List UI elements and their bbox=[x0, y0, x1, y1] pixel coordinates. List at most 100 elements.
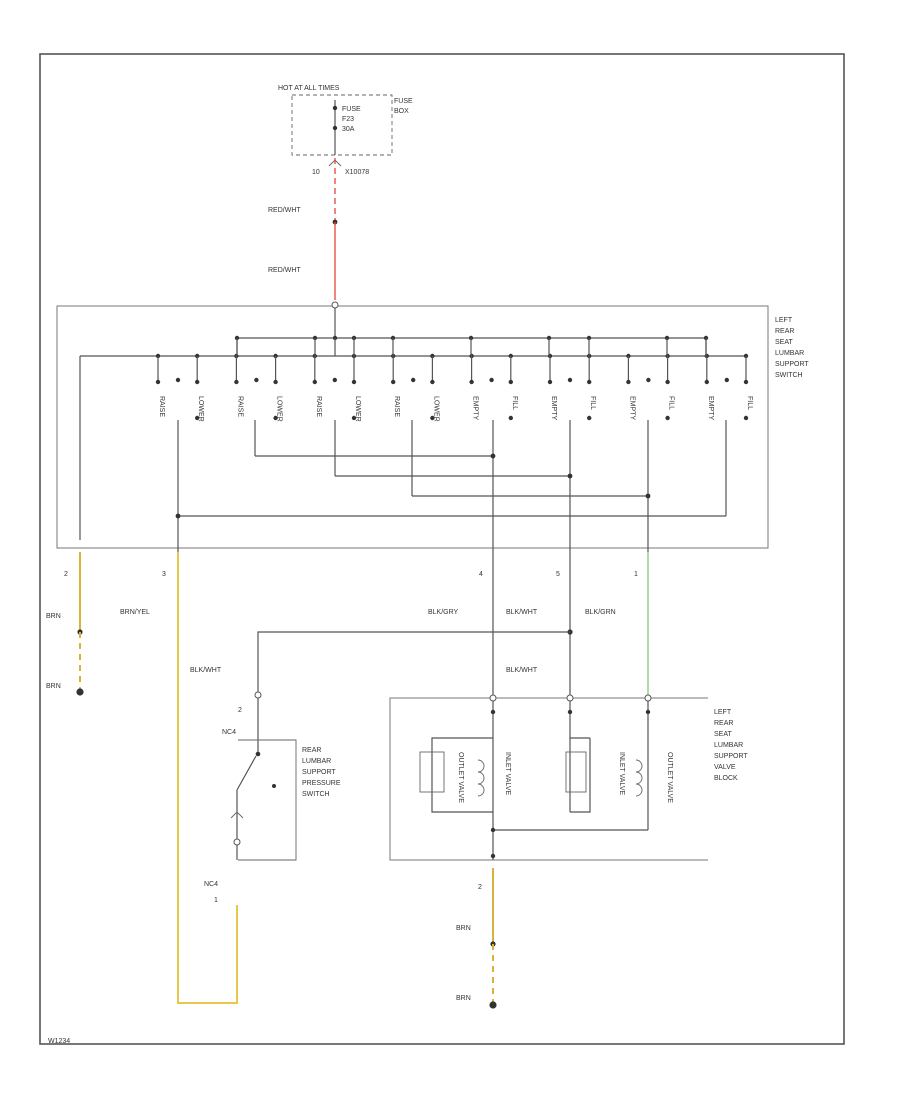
contact-label-empty: EMPTY bbox=[550, 396, 557, 420]
fuse-node-bottom bbox=[332, 125, 338, 131]
contact-label-empty: EMPTY bbox=[628, 396, 635, 420]
contact-node bbox=[626, 379, 631, 385]
switch-label-3: SEAT bbox=[775, 339, 793, 346]
switch-label-1: LEFT bbox=[775, 317, 793, 324]
fuse-box-label-1: FUSE bbox=[394, 98, 413, 105]
fuse-label-2: F23 bbox=[342, 116, 354, 123]
contact-node bbox=[254, 377, 259, 383]
valve-block-label-7: BLOCK bbox=[714, 775, 738, 782]
inlet-valve-coil bbox=[477, 759, 485, 797]
pressure-switch-bracket bbox=[238, 739, 297, 861]
valve-block-label-3: SEAT bbox=[714, 731, 732, 738]
contact-label-lower: LOWER bbox=[354, 396, 361, 422]
switch-label-4: LUMBAR bbox=[775, 350, 804, 357]
valve-loop bbox=[431, 737, 493, 813]
fuse-box-outline bbox=[291, 94, 393, 156]
contact-node bbox=[332, 377, 337, 383]
fuse-connector-left: 10 bbox=[312, 169, 320, 176]
valve-block-outline bbox=[389, 697, 708, 861]
contact-node bbox=[273, 415, 278, 421]
contact-label-lower: LOWER bbox=[276, 396, 283, 422]
fuse-label-1: FUSE bbox=[342, 106, 361, 113]
valve-pin bbox=[566, 694, 574, 702]
contact-node bbox=[567, 377, 573, 383]
switch-label-5: SUPPORT bbox=[775, 361, 809, 368]
contact-node bbox=[743, 415, 749, 421]
valve-node bbox=[645, 709, 651, 715]
contact-node bbox=[646, 377, 651, 383]
switch-label-6: SWITCH bbox=[775, 372, 803, 379]
switch-input-pin bbox=[331, 301, 339, 309]
valve-pin bbox=[644, 694, 652, 702]
inlet-valve-label-1: INLET VALVE bbox=[504, 752, 511, 796]
valve-node bbox=[567, 709, 573, 715]
wire-label-brn-valve-2: BRN bbox=[456, 995, 471, 1002]
pressure-switch-node bbox=[255, 751, 261, 757]
pressure-switch-label-2: LUMBAR bbox=[302, 758, 331, 765]
contact-node bbox=[273, 379, 278, 385]
switch-pin-4: 4 bbox=[479, 571, 483, 578]
switch-pin-2: 2 bbox=[64, 571, 68, 578]
contact-node bbox=[175, 377, 181, 383]
fuse-connector-right: X10078 bbox=[345, 169, 369, 176]
lumbar-support-switch: LEFT REAR SEAT LUMBAR SUPPORT SWITCH RAI… bbox=[56, 301, 809, 578]
contact-label-raise: RAISE bbox=[236, 396, 243, 417]
fuse-box-label-2: BOX bbox=[394, 108, 409, 115]
valve-pin bbox=[489, 694, 497, 702]
fuse-node-top bbox=[332, 105, 338, 111]
junction-node bbox=[175, 513, 181, 519]
valve-loop bbox=[570, 738, 591, 813]
wire-label-brn-bottom: BRN bbox=[46, 683, 61, 690]
contact-label-fill: FILL bbox=[668, 396, 675, 410]
contact-node bbox=[508, 415, 513, 421]
inlet-valve-label-2: INLET VALVE bbox=[618, 752, 625, 796]
contact-node bbox=[195, 415, 200, 421]
wire-blk-wht-switch bbox=[257, 631, 570, 692]
contact-node bbox=[489, 377, 494, 383]
contact-node bbox=[587, 415, 592, 421]
contact-label-lower: LOWER bbox=[432, 396, 439, 422]
junction-node bbox=[490, 453, 496, 459]
diagram-frame bbox=[39, 53, 845, 1045]
contact-label-fill: FILL bbox=[511, 396, 518, 410]
contact-node bbox=[351, 379, 357, 385]
valve-node bbox=[490, 709, 496, 715]
outlet-valve-label-1: OUTLET VALVE bbox=[457, 752, 464, 803]
contact-label-fill: FILL bbox=[746, 396, 753, 410]
wire-label-blk-wht-switch: BLK/WHT bbox=[190, 667, 222, 674]
contact-node bbox=[724, 377, 729, 383]
contact-node bbox=[430, 379, 435, 385]
wire-label-brn-valve-1: BRN bbox=[456, 925, 471, 932]
wire-label-brn-top: BRN bbox=[46, 613, 61, 620]
contact-label-raise: RAISE bbox=[158, 396, 165, 417]
fuse-box: HOT AT ALL TIMES FUSE BOX FUSE F23 30A 1… bbox=[278, 85, 413, 176]
valve-common-node bbox=[490, 827, 496, 833]
connector-symbol bbox=[230, 811, 244, 819]
brown-ground-wire: BRN BRN bbox=[46, 552, 84, 696]
valve-block-label-1: LEFT bbox=[714, 709, 732, 716]
brn-yel-path bbox=[177, 552, 238, 1004]
contact-node bbox=[665, 415, 670, 421]
valve-block-label-2: REAR bbox=[714, 720, 733, 727]
wire-label-red-2: RED/WHT bbox=[268, 267, 301, 274]
contact-label-raise: RAISE bbox=[315, 396, 322, 417]
pressure-switch-pin-top bbox=[254, 691, 262, 699]
pressure-switch-conn-top: NC4 bbox=[222, 729, 236, 736]
pressure-switch-terminal bbox=[233, 838, 241, 846]
switch-pin-5: 5 bbox=[556, 571, 560, 578]
valve-block-label-6: VALVE bbox=[714, 764, 736, 771]
outlet-valve-label-2: OUTLET VALVE bbox=[666, 752, 673, 803]
contact-node bbox=[469, 379, 474, 385]
fuse-label-3: 30A bbox=[342, 126, 355, 133]
contact-node bbox=[508, 379, 513, 385]
contact-label-empty: EMPTY bbox=[707, 396, 714, 420]
contact-node bbox=[547, 379, 553, 385]
switch-outline bbox=[56, 305, 769, 549]
wire-label-blk-wht-1: BLK/WHT bbox=[506, 609, 538, 616]
pressure-switch-pin-top-number: 2 bbox=[238, 707, 242, 714]
contact-node bbox=[411, 377, 416, 383]
junction-node bbox=[645, 493, 651, 499]
ground-icon bbox=[489, 1001, 497, 1009]
contact-node bbox=[234, 379, 239, 385]
contact-node bbox=[351, 415, 357, 421]
